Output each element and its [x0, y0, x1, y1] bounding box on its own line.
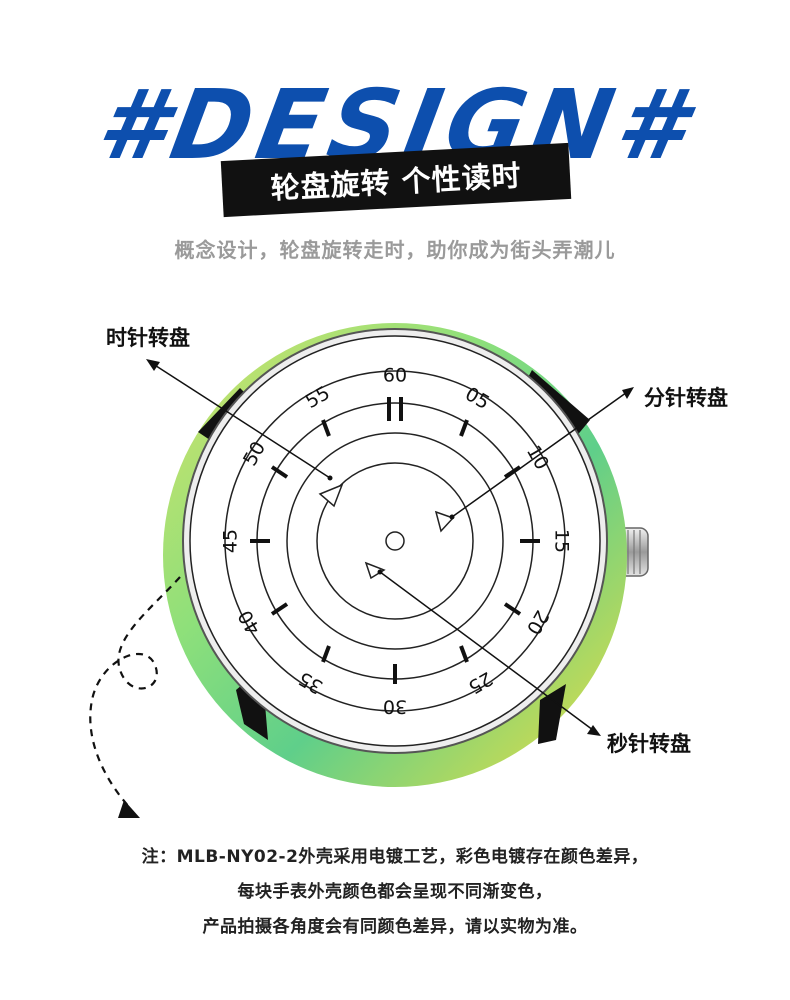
- hour-callout-line: [149, 361, 331, 479]
- swoosh-arrow-icon: [118, 800, 140, 818]
- minute-callout-line: [451, 389, 631, 518]
- dashed-swoosh: [89, 576, 181, 809]
- minute-ring-outer: [224, 370, 566, 712]
- note-line-3: 产品拍摄各角度会有同颜色差异，请以实物为准。: [202, 917, 588, 937]
- second-arrow-icon: [587, 725, 601, 736]
- dial-number-45: 45: [220, 529, 242, 553]
- subtitle: 概念设计，轮盘旋转走时，助你成为街头弄潮儿: [174, 238, 616, 262]
- hour-indicator-icon: [318, 483, 344, 508]
- lug-bottom-right: [538, 684, 566, 744]
- hour-arrow-icon: [146, 359, 160, 371]
- second-indicator-icon: [364, 561, 386, 580]
- minute-dial-label: 分针转盘: [644, 386, 728, 410]
- second-callout-line: [379, 571, 598, 734]
- dial-number-30: 30: [383, 696, 407, 718]
- minute-ring: [286, 432, 504, 650]
- center-pin: [385, 531, 405, 551]
- second-dial-label: 秒针转盘: [607, 732, 691, 756]
- disclaimer-notes: 注：MLB-NY02-2外壳采用电镀工艺，彩色电镀存在颜色差异， 每块手表外壳颜…: [0, 840, 790, 945]
- minute-indicator-icon: [434, 510, 455, 533]
- hour-dial-label: 时针转盘: [106, 326, 190, 350]
- dial-ticks: [250, 397, 540, 684]
- minute-arrow-icon: [622, 387, 634, 399]
- note-line-2: 每块手表外壳颜色都会呈现不同渐变色，: [237, 882, 553, 902]
- dial-number-60: 60: [383, 365, 407, 387]
- note-line-1: 注：MLB-NY02-2外壳采用电镀工艺，彩色电镀存在颜色差异，: [141, 847, 649, 867]
- second-ring: [316, 462, 474, 620]
- dial-number-15: 15: [551, 529, 573, 553]
